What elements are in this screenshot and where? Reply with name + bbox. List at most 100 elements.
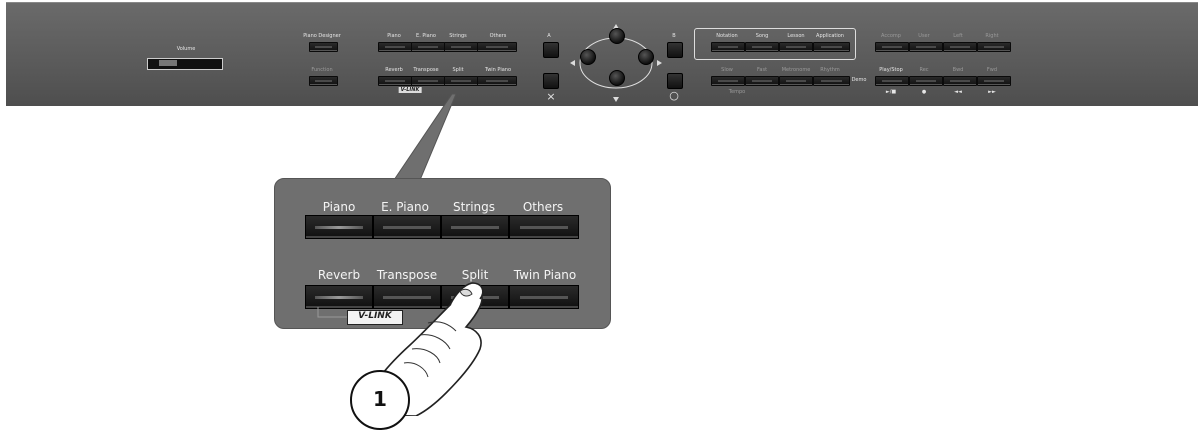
right-button[interactable] — [638, 49, 654, 65]
o-button[interactable] — [667, 73, 683, 89]
left-button[interactable] — [580, 49, 596, 65]
function-label: Function — [311, 67, 333, 73]
zoom-epiano-button[interactable] — [373, 215, 441, 239]
piano-designer-button[interactable] — [309, 42, 338, 52]
instrument-panel: Volume Piano Designer Function Piano E. … — [6, 2, 1198, 106]
slow-label: Slow — [721, 67, 733, 73]
fast-button[interactable] — [745, 76, 779, 86]
fwd-button[interactable] — [977, 76, 1011, 86]
fast-forward-icon: ►► — [988, 89, 996, 95]
zoom-label-transpose: Transpose — [376, 268, 438, 282]
zoom-label-strings: Strings — [452, 200, 496, 214]
o-symbol: ○ — [669, 89, 679, 102]
notation-label: Notation — [716, 33, 738, 39]
zoom-piano-button[interactable] — [305, 215, 373, 239]
left-button-track[interactable] — [943, 42, 977, 52]
metronome-button[interactable] — [779, 76, 813, 86]
rewind-icon: ◄◄ — [954, 89, 962, 95]
transpose-button[interactable] — [411, 76, 445, 86]
zoom-strings-button[interactable] — [441, 215, 509, 239]
twin-piano-button[interactable] — [477, 76, 517, 86]
fingernail — [459, 288, 473, 297]
zoom-transpose-button[interactable] — [373, 285, 441, 309]
zoom-twin-piano-button[interactable] — [509, 285, 579, 309]
right-arrow-icon — [657, 60, 662, 66]
b-label: B — [672, 33, 676, 39]
song-label: Song — [755, 33, 769, 39]
cursor-pad — [570, 24, 662, 102]
song-button[interactable] — [745, 42, 779, 52]
zoom-label-others: Others — [522, 200, 564, 214]
tone-button-piano[interactable] — [378, 42, 412, 52]
step-number-badge: 1 — [350, 370, 410, 430]
lesson-button[interactable] — [779, 42, 813, 52]
volume-label: Volume — [176, 46, 196, 52]
right-button-track[interactable] — [977, 42, 1011, 52]
left-arrow-icon — [570, 60, 575, 66]
tone-label-epiano: E. Piano — [416, 33, 436, 39]
callout-pointer — [393, 93, 457, 181]
vlink-logo: V-LINK — [347, 310, 403, 325]
play-stop-label: Play/Stop — [879, 67, 903, 73]
tone-button-strings[interactable] — [444, 42, 478, 52]
zoom-label-reverb: Reverb — [317, 268, 361, 282]
knuckle-line-3 — [411, 348, 441, 364]
vlink-small-label: V-LINK — [398, 87, 422, 93]
right-label: Right — [985, 33, 999, 39]
tone-label-transpose: Transpose — [413, 67, 439, 73]
accomp-label: Accomp — [881, 33, 901, 39]
notation-button[interactable] — [711, 42, 745, 52]
display-buttons-frame — [694, 28, 856, 60]
rec-icon: ● — [921, 89, 927, 95]
function-button[interactable] — [309, 76, 338, 86]
application-label: Application — [816, 33, 844, 39]
rec-label: Rec — [919, 67, 929, 73]
step-number: 1 — [373, 387, 387, 411]
vlink-bracket — [317, 307, 348, 318]
lesson-label: Lesson — [787, 33, 805, 39]
play-stop-button[interactable] — [875, 76, 909, 86]
accomp-button[interactable] — [875, 42, 909, 52]
slow-button[interactable] — [711, 76, 745, 86]
volume-knob[interactable] — [159, 60, 177, 66]
bwd-button[interactable] — [943, 76, 977, 86]
tone-label-strings: Strings — [449, 33, 467, 39]
x-symbol: × — [546, 90, 556, 103]
tone-label-twin-piano: Twin Piano — [484, 67, 512, 73]
zoom-others-button[interactable] — [509, 215, 579, 239]
metronome-label: Metronome — [781, 67, 811, 73]
application-button[interactable] — [813, 42, 850, 52]
zoom-reverb-button[interactable] — [305, 285, 373, 309]
zoom-label-epiano: E. Piano — [381, 200, 429, 214]
rhythm-button[interactable] — [813, 76, 850, 86]
tone-label-others: Others — [489, 33, 507, 39]
tone-button-epiano[interactable] — [411, 42, 445, 52]
x-button[interactable] — [543, 73, 559, 89]
tone-label-split: Split — [452, 67, 464, 73]
piano-designer-label: Piano Designer — [303, 33, 341, 39]
fast-label: Fast — [756, 67, 768, 73]
knuckle-line-1 — [427, 321, 457, 332]
rhythm-label: Rhythm — [820, 67, 840, 73]
left-label: Left — [953, 33, 963, 39]
down-button[interactable] — [609, 70, 625, 86]
knuckle-line-4 — [403, 362, 429, 378]
tone-label-piano: Piano — [387, 33, 401, 39]
user-button[interactable] — [909, 42, 943, 52]
down-arrow-icon — [613, 97, 619, 102]
a-label: A — [547, 33, 551, 39]
volume-slider[interactable] — [147, 58, 223, 70]
split-button[interactable] — [444, 76, 478, 86]
rec-button[interactable] — [909, 76, 943, 86]
tone-button-others[interactable] — [477, 42, 517, 52]
zoom-label-piano: Piano — [322, 200, 356, 214]
up-button[interactable] — [609, 28, 625, 44]
tone-label-reverb: Reverb — [385, 67, 403, 73]
bwd-label: Bwd — [952, 67, 964, 73]
b-button[interactable] — [667, 42, 683, 58]
reverb-button[interactable] — [378, 76, 412, 86]
a-button[interactable] — [543, 42, 559, 58]
demo-label: Demo — [851, 77, 867, 83]
knuckle-line-2 — [419, 334, 451, 350]
fwd-label: Fwd — [986, 67, 998, 73]
